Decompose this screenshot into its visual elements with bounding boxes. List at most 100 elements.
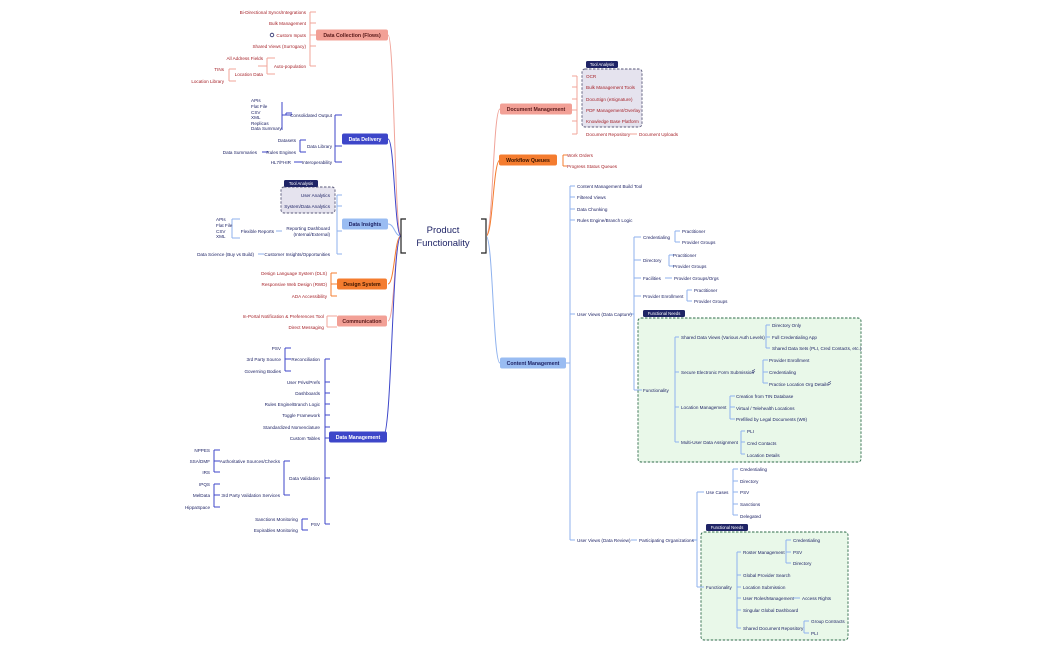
items-ipqs-label[interactable]: IPQS [199, 482, 210, 487]
items-dashboards-label[interactable]: Dashboards [295, 391, 320, 396]
items-access-rights-label[interactable]: Access Rights [802, 596, 832, 601]
items-secure-form-label[interactable]: Secure Electronic Form Submission [681, 370, 754, 375]
items-progress-status-label[interactable]: Progress Status Queues [567, 164, 618, 169]
items-user-views-review-label[interactable]: User Views (Data Review) [577, 538, 631, 543]
data-delivery-label-node[interactable]: Data Delivery [342, 133, 388, 145]
items-global-provider-search-label[interactable]: Global Provider Search [743, 573, 791, 578]
items-all-address-fields-label[interactable]: All Address Fields [226, 56, 263, 61]
data-insights-label-node[interactable]: Data Insights [342, 218, 388, 230]
items-user-roles-label[interactable]: User Roles/Management [743, 596, 795, 601]
items-uc-delegated-label[interactable]: Delegated [740, 514, 761, 519]
items-rules-engine-label[interactable]: Rules Engine/Branch Logic [265, 402, 321, 407]
items-replicas-label[interactable]: Replicas [251, 121, 269, 126]
items-provider-groups3-label[interactable]: Provider Groups [694, 299, 728, 304]
items-rm-credentialing-label[interactable]: Credentialing [793, 538, 821, 543]
items-cred-contacts-label[interactable]: Cred Contacts [747, 441, 777, 446]
items-direct-messaging-label[interactable]: Direct Messaging [289, 325, 325, 330]
items-ocr-label[interactable]: OCR [586, 74, 597, 79]
items-shared-data-sets-label[interactable]: Shared Data Sets (PLI, Cred Contacts, et… [772, 346, 862, 351]
items-facilities-label[interactable]: Facilities [643, 276, 662, 281]
items-custom-inputs-label[interactable]: Custom Inputs [276, 33, 306, 38]
communication-label-node[interactable]: Communication [337, 315, 387, 327]
items-pli-label[interactable]: PLI [747, 429, 754, 434]
items-provider-groups2-label[interactable]: Provider Groups [673, 264, 707, 269]
items-functionality-label[interactable]: Functionality [643, 388, 669, 393]
items-practitioner3-label[interactable]: Practitioner [694, 288, 718, 293]
items-provider-groups-label[interactable]: Provider Groups [682, 240, 716, 245]
items-roster-management-label[interactable]: Roster Management [743, 550, 785, 555]
items-prefilled-legal-label[interactable]: Prefilled by Legal Documents (W9) [736, 417, 807, 422]
items-csv-label[interactable]: CSV [216, 229, 226, 234]
items-nppes-label[interactable]: NPPES [194, 448, 210, 453]
items-rules-engine-label[interactable]: Rules Engine/Branch Logic [577, 218, 633, 223]
items-document-repository-label[interactable]: Document Repository [586, 132, 631, 137]
items-ssa-dmf-label[interactable]: SSA/DMF [190, 459, 211, 464]
items-data-library-label[interactable]: Data Library [307, 144, 333, 149]
items-full-cred-app-label[interactable]: Full Credentialing App [772, 335, 817, 340]
design-system-label-node[interactable]: Design System [337, 278, 387, 290]
workflow-queues-label-node[interactable]: Workflow Queues [499, 154, 557, 166]
items-pli2-label[interactable]: PLI [811, 631, 818, 636]
items-location-library-label[interactable]: Location Library [191, 79, 224, 84]
items-document-uploads-label[interactable]: Document Uploads [639, 132, 679, 137]
items-consolidated-output-label[interactable]: Consolidated Output [290, 113, 333, 118]
items-reporting-dashboard-1-label[interactable]: Reporting Dashboard [286, 226, 330, 231]
items-user-privs-label[interactable]: User Privs/Prefs [287, 380, 321, 385]
items-uc-directory-label[interactable]: Directory [740, 479, 759, 484]
items-governing-bodies-label[interactable]: Governing Bodies [244, 369, 281, 374]
items-bulk-tools-label[interactable]: Bulk Management Tools [586, 85, 636, 90]
items-shared-doc-repo-label[interactable]: Shared Document Repository [743, 626, 804, 631]
items-location-submission-label[interactable]: Location Submission [743, 585, 786, 590]
items-uc-sanctions-label[interactable]: Sanctions [740, 502, 761, 507]
items-custom-tables-label[interactable]: Custom Tables [290, 436, 321, 441]
items-toggle-framework-label[interactable]: Toggle Framework [282, 413, 320, 418]
items-expirables-monitoring-label[interactable]: Expirables Monitoring [254, 528, 299, 533]
items-uc-psv-label[interactable]: PSV [740, 490, 750, 495]
central-topic[interactable]: Product Functionality [400, 216, 487, 256]
items-design-language-label[interactable]: Design Language System (DLS) [261, 271, 327, 276]
items-rm-directory-label[interactable]: Directory [793, 561, 812, 566]
items-xml-label[interactable]: XML [251, 115, 261, 120]
items-directory-label[interactable]: Directory [643, 258, 662, 263]
items-data-chunking-label[interactable]: Data Chunking [577, 207, 608, 212]
items-third-party-validation-label[interactable]: 3rd Party Validation Services [221, 493, 280, 498]
items-interoperability-label[interactable]: Interoperability [302, 160, 333, 165]
items-build-tool-label[interactable]: Content Management Build Tool [577, 184, 642, 189]
items-practice-location-label[interactable]: Practice Location Org Details [769, 382, 829, 387]
items-knowledge-base-label[interactable]: Knowledge Base Platform [586, 119, 639, 124]
items-reconciliation-label[interactable]: Reconciliation [291, 357, 320, 362]
items-shared-views-label[interactable]: Shared Views (Surrogacy) [252, 44, 306, 49]
items-apis-label[interactable]: APIs [251, 98, 261, 103]
items-hippa-label[interactable]: HippaSpace [185, 505, 210, 510]
data-collection-label-node[interactable]: Data Collection (Flows) [316, 29, 388, 41]
items-hl7-fhir-label[interactable]: HL7/FHIR [271, 160, 292, 165]
data-management-label-node[interactable]: Data Management [329, 431, 387, 443]
items-sanctions-monitoring-label[interactable]: Sanctions Monitoring [255, 517, 298, 522]
items-rules-engines-label[interactable]: Rules Engines [266, 150, 296, 155]
items-data-science-label[interactable]: Data Science (Buy vs Build) [197, 252, 254, 257]
items-psv2-label[interactable]: PSV [311, 522, 321, 527]
items-xml-label[interactable]: XML [216, 234, 226, 239]
items-location-data-label[interactable]: Location Data [235, 72, 264, 77]
items-multi-user-label[interactable]: Multi-User Data Assignment [681, 440, 739, 445]
items-standardized-nomenclature-label[interactable]: Standardized Nomenclature [263, 425, 320, 430]
items-functionality2-label[interactable]: Functionality [706, 585, 732, 590]
items-auto-population-label[interactable]: Auto-population [274, 64, 307, 69]
items-docusign-label[interactable]: DocuSign (eSignature) [586, 97, 633, 102]
items-use-cases-label[interactable]: Use Cases [706, 490, 729, 495]
items-creation-tin-label[interactable]: Creation from TIN Database [736, 394, 794, 399]
items-data-summaries-label[interactable]: Data Summaries [223, 150, 258, 155]
document-management-label-node[interactable]: Document Management [500, 103, 572, 115]
items-user-analytics-label[interactable]: User Analytics [301, 193, 331, 198]
items-bulk-management-label[interactable]: Bulk Management [269, 21, 307, 26]
items-psv-label[interactable]: PSV [272, 346, 282, 351]
items-provider-groups-orgs-label[interactable]: Provider Groups/Orgs [674, 276, 719, 281]
items-directory-only-label[interactable]: Directory Only [772, 323, 802, 328]
items-tins-label[interactable]: TINs [214, 67, 224, 72]
items-ada-label[interactable]: ADA Accessibility [292, 294, 328, 299]
items-provider-enrollment-label[interactable]: Provider Enrollment [643, 294, 684, 299]
items-flexible-reports-label[interactable]: Flexible Reports [241, 229, 275, 234]
items-customer-insights-label[interactable]: Customer Insights/Opportunities [264, 252, 330, 257]
items-practitioner2-label[interactable]: Practitioner [673, 253, 697, 258]
items-group-contracts-label[interactable]: Group Contracts [811, 619, 845, 624]
